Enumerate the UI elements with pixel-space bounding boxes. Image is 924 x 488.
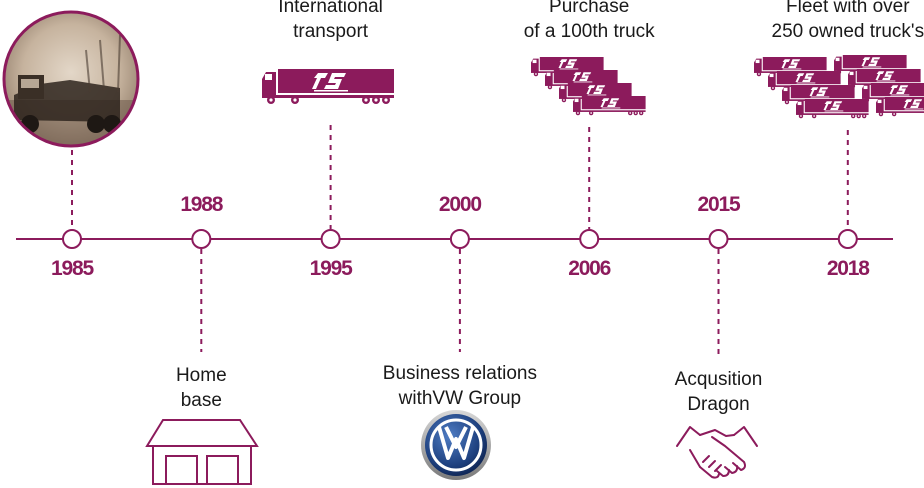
timeline-node — [837, 229, 858, 249]
milestone-text: International — [278, 0, 383, 17]
year-label: 1995 — [309, 257, 353, 280]
handshake-icon — [676, 426, 758, 479]
year-label: 2000 — [438, 193, 482, 216]
timeline-node — [708, 229, 729, 249]
connector-lines — [71, 125, 849, 357]
year-label: 2006 — [568, 257, 611, 280]
milestone-text: Dragon — [687, 394, 750, 415]
year-label: 1988 — [180, 193, 223, 216]
milestone-text: 250 owned truck's — [771, 21, 924, 42]
year-label: 1985 — [51, 257, 94, 280]
year-label: 2018 — [826, 257, 870, 280]
house-icon — [145, 419, 259, 485]
milestone-text: Acqusition — [674, 369, 763, 390]
milestone-text: transport — [293, 21, 369, 42]
timeline-nodes — [62, 229, 858, 249]
timeline-node — [449, 229, 470, 249]
milestone-text: withVW Group — [398, 388, 522, 409]
year-label: 2015 — [697, 193, 741, 216]
large-truck-fleet-icon — [754, 55, 924, 119]
vw-logo-icon — [421, 410, 491, 480]
milestone-text: base — [180, 390, 222, 411]
vintage-truck-photo — [2, 10, 140, 148]
truck-icon — [262, 69, 394, 104]
milestone-text: Purchase — [549, 0, 630, 17]
milestone-text: Fleet with over — [786, 0, 910, 17]
timeline-node — [320, 229, 341, 249]
truck-fleet-icon — [531, 57, 646, 116]
milestone-text: Business relations — [382, 363, 537, 384]
timeline-node — [579, 229, 600, 249]
timeline-node — [62, 229, 82, 249]
milestone-text: Home — [175, 365, 227, 386]
milestone-text: of a 100th truck — [523, 21, 655, 42]
timeline-node — [191, 229, 212, 249]
